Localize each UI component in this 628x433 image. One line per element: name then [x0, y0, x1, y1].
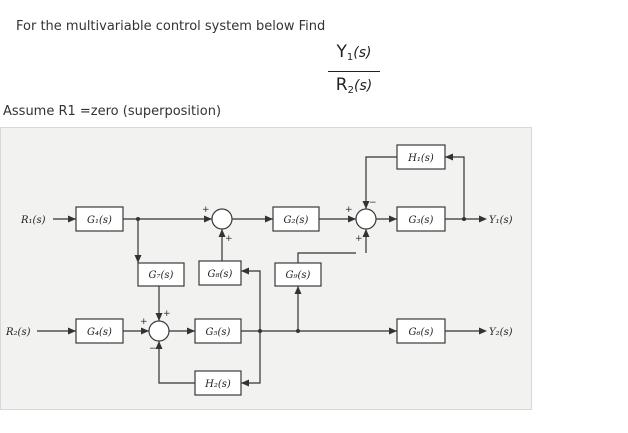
- arrow-into-sum2: [348, 215, 356, 223]
- summing-junction-2: [355, 208, 377, 230]
- wire-h1-sum2: [365, 156, 397, 209]
- arrow-into-g7: [134, 255, 142, 263]
- question-text: For the multivariable control system bel…: [16, 19, 326, 34]
- arrow-into-g3: [389, 215, 397, 223]
- block-g1: G₁(s): [75, 206, 124, 232]
- summing-junction-3: [148, 320, 170, 342]
- arrow-into-g9: [294, 286, 302, 294]
- pickoff-y1: [462, 217, 466, 221]
- block-g8-label: G₈(s): [208, 269, 233, 280]
- sign-sum3-bottom: −: [149, 344, 157, 354]
- block-g4-label: G₄(s): [87, 327, 112, 338]
- block-g5: G₅(s): [194, 318, 242, 344]
- block-diagram: + + + − + + + − G₁(s) G₂(s) G₃(s) H₁(s) …: [5, 144, 513, 396]
- arrow-into-g8: [241, 267, 249, 275]
- junction-signs: + + + − + + + −: [140, 198, 377, 354]
- block-h2: H₂(s): [194, 370, 242, 396]
- sign-sum2-left: +: [345, 205, 353, 215]
- block-h1: H₁(s): [396, 144, 446, 170]
- arrow-into-h1: [445, 153, 453, 161]
- sign-sum1-bottom: +: [225, 234, 233, 244]
- block-h1-label: H₁(s): [407, 153, 434, 164]
- sign-sum3-top: +: [163, 309, 171, 319]
- sign-sum2-bottom: +: [355, 234, 363, 244]
- block-g2-label: G₂(s): [284, 215, 309, 226]
- fraction-denominator: R2(s): [326, 75, 382, 101]
- denominator-subscript: 2: [347, 85, 354, 96]
- numerator-argument: (s): [353, 45, 372, 61]
- signal-arrowheads: [68, 153, 487, 387]
- wire-y1-h1: [445, 156, 465, 219]
- signal-wires: [37, 156, 479, 384]
- sign-sum3-left: +: [140, 317, 148, 327]
- arrow-to-y1: [479, 215, 487, 223]
- arrow-into-g1: [68, 215, 76, 223]
- pickoff-g5-output: [258, 329, 262, 333]
- pickoff-g1-output: [136, 217, 140, 221]
- pickoff-g9-branch: [296, 329, 300, 333]
- denominator-argument: (s): [353, 78, 373, 94]
- wire-g5out-h2: [241, 331, 261, 384]
- signal-y1-label: Y₁(s): [489, 215, 513, 226]
- wire-h2-sum3: [158, 341, 195, 384]
- arrow-into-g5: [187, 327, 195, 335]
- signal-labels: R₁(s) R₂(s) Y₁(s) Y₂(s): [5, 215, 513, 338]
- block-g5-label: G₅(s): [206, 327, 231, 338]
- denominator-letter: R: [335, 75, 348, 95]
- transfer-function-fraction: Y1(s) R2(s): [326, 42, 382, 101]
- block-g7-label: G₇(s): [149, 270, 174, 281]
- arrow-g8-into-sum1: [218, 229, 226, 237]
- fraction-numerator: Y1(s): [326, 42, 382, 68]
- block-g9-label: G₉(s): [286, 270, 311, 281]
- arrow-into-g4: [68, 327, 76, 335]
- block-g1-label: G₁(s): [87, 215, 112, 226]
- block-g6: G₆(s): [396, 318, 446, 344]
- block-g4: G₄(s): [75, 318, 124, 344]
- wire-g5out-g8: [241, 270, 261, 331]
- fraction-bar: [328, 71, 380, 72]
- arrow-h1-into-sum2: [362, 201, 370, 209]
- block-g3-label: G₃(s): [409, 215, 434, 226]
- arrow-into-g2: [265, 215, 273, 223]
- numerator-subscript: 1: [346, 52, 354, 63]
- arrow-into-sum1: [204, 215, 212, 223]
- block-g7: G₇(s): [137, 262, 185, 287]
- block-h2-label: H₂(s): [204, 379, 231, 390]
- signal-y2-label: Y₂(s): [489, 327, 513, 338]
- sign-sum2-top: −: [369, 198, 377, 208]
- signal-r2-label: R₂(s): [5, 327, 31, 338]
- arrow-h2-into-sum3: [155, 341, 163, 349]
- block-diagram-figure: + + + − + + + − G₁(s) G₂(s) G₃(s) H₁(s) …: [0, 127, 532, 410]
- block-g6-label: G₆(s): [409, 327, 434, 338]
- arrow-into-h2: [241, 379, 249, 387]
- sign-sum1-left: +: [202, 205, 210, 215]
- arrow-into-sum3: [141, 327, 149, 335]
- pickoff-points: [136, 217, 466, 333]
- block-g3: G₃(s): [396, 206, 446, 232]
- wire-g9-sum2: [297, 252, 356, 263]
- arrow-g7-into-sum3: [155, 313, 163, 321]
- block-g8: G₈(s): [198, 260, 242, 286]
- block-g9: G₉(s): [274, 262, 322, 287]
- arrow-into-g6: [389, 327, 397, 335]
- block-g2: G₂(s): [272, 206, 320, 232]
- signal-r1-label: R₁(s): [20, 215, 46, 226]
- numerator-letter: Y: [336, 42, 347, 62]
- arrow-to-y2: [479, 327, 487, 335]
- assumption-text: Assume R1 =zero (superposition): [3, 104, 222, 119]
- summing-junctions: [148, 208, 377, 342]
- summing-junction-1: [211, 208, 233, 230]
